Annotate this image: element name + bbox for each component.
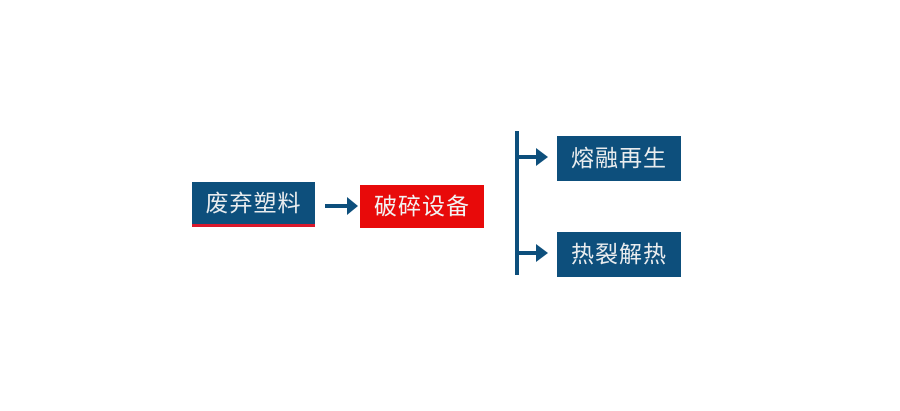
branch-arrowhead-bottom [536,244,548,262]
node-output-bottom-label: 热裂解热 [571,241,667,267]
arrow-input-to-process [318,186,362,226]
node-melt-regeneration[interactable]: 熔融再生 [557,136,681,181]
node-process-label: 破碎设备 [374,193,470,219]
branch-arrowhead-top [536,148,548,166]
node-crushing-equipment[interactable]: 破碎设备 [360,185,484,228]
node-output-top-label: 熔融再生 [571,145,667,171]
node-input-waste-plastic[interactable]: 废弃塑料 [192,182,315,227]
node-pyrolysis-heat[interactable]: 热裂解热 [557,232,681,277]
right-arrow-icon [325,197,358,215]
node-input-label: 废弃塑料 [205,189,302,216]
